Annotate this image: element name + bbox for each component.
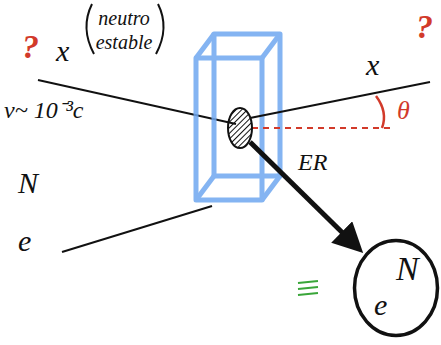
label: ? xyxy=(22,30,39,64)
paren xyxy=(86,4,94,54)
recoil-arrow xyxy=(250,142,356,246)
angle-arc xyxy=(376,96,384,128)
label: x xyxy=(366,50,379,80)
nucleus-circle: Ne xyxy=(352,238,440,338)
nucleus-track xyxy=(62,206,212,252)
node-text: N xyxy=(396,252,419,286)
label: v~ 10⁻³c xyxy=(4,98,83,122)
label: ER xyxy=(298,150,327,174)
signal-marks xyxy=(298,281,318,295)
paren xyxy=(156,4,164,54)
node-text: e xyxy=(374,290,387,320)
label: ? xyxy=(416,10,433,44)
reference-line xyxy=(252,127,390,129)
label: x xyxy=(56,36,69,66)
label: θ xyxy=(397,98,410,124)
label: e xyxy=(18,226,31,256)
detector-cube xyxy=(196,34,280,200)
label: N xyxy=(18,168,38,198)
label: neutro estable xyxy=(88,6,160,54)
interaction-spot xyxy=(228,108,252,148)
